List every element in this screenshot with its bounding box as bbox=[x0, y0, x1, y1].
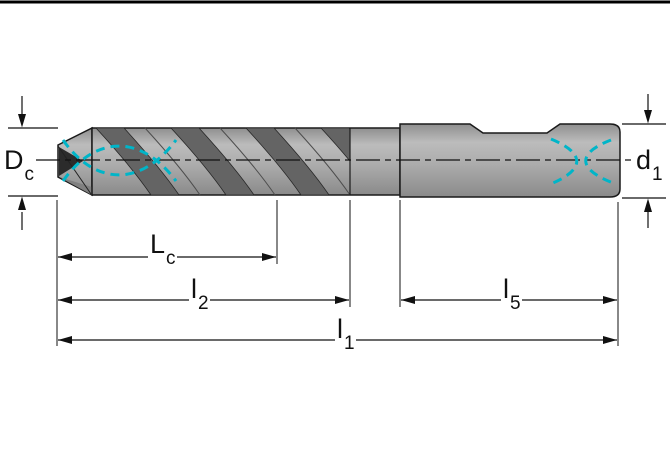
label-dc-sub: c bbox=[24, 164, 35, 186]
label-l2-main: l bbox=[191, 274, 197, 304]
label-d1: d1 bbox=[634, 145, 664, 184]
label-d1-sub: 1 bbox=[652, 164, 663, 186]
label-lc-sub: c bbox=[166, 248, 176, 270]
label-l1-sub: 1 bbox=[344, 333, 355, 355]
label-dc: Dc bbox=[2, 145, 35, 184]
label-l1: l1 bbox=[335, 314, 356, 353]
flute-highlight-mark bbox=[61, 139, 178, 182]
label-l1-main: l bbox=[337, 314, 343, 344]
d1-dimension bbox=[622, 94, 666, 228]
drill-body bbox=[91, 127, 401, 196]
label-dc-main: D bbox=[4, 145, 24, 175]
dc-dimension bbox=[8, 96, 58, 230]
label-l5-main: l bbox=[503, 274, 509, 304]
label-l2-sub: 2 bbox=[198, 293, 209, 315]
label-l5-sub: 5 bbox=[510, 293, 521, 315]
label-l2: l2 bbox=[189, 274, 210, 313]
extension-lines bbox=[56, 200, 619, 346]
label-lc: Lc bbox=[148, 229, 177, 268]
shank-highlight-mark bbox=[550, 137, 614, 185]
label-d1-main: d bbox=[636, 145, 652, 175]
drill-point bbox=[57, 126, 93, 197]
label-l5: l5 bbox=[501, 274, 522, 313]
label-lc-main: L bbox=[150, 229, 166, 259]
